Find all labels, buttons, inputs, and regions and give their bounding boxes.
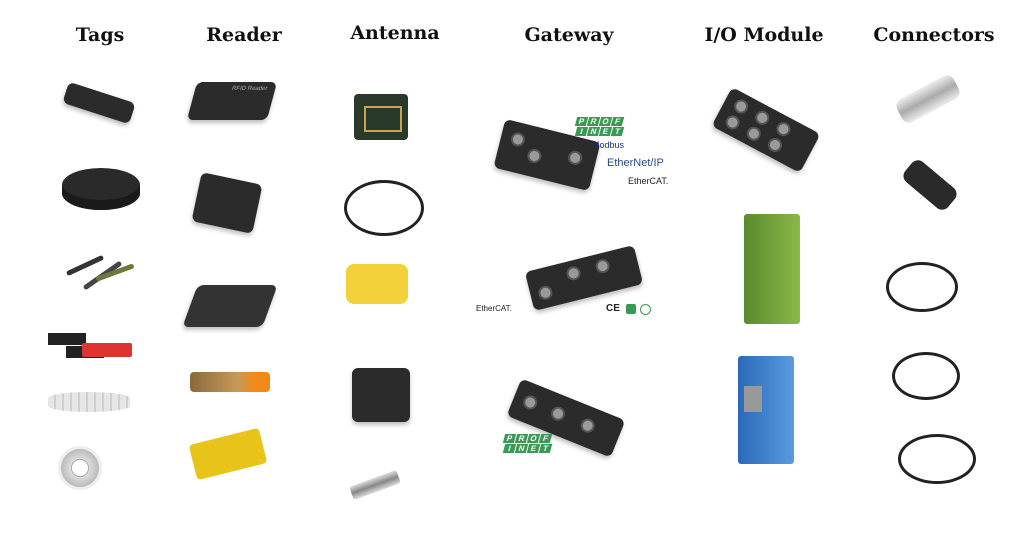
metal-connector	[893, 72, 963, 126]
compact-reader	[191, 172, 263, 234]
long-hard-tag	[62, 81, 136, 125]
ethercat-logo-2: EtherCAT.	[476, 304, 512, 313]
ethernetip-logo: EtherNet/IP	[607, 157, 664, 169]
cylindrical-reader	[190, 372, 270, 392]
column-header-antenna: Antenna	[350, 22, 440, 44]
column-header-tags: Tags	[75, 24, 125, 46]
column-header-gateway: Gateway	[524, 24, 614, 46]
column-header-reader: Reader	[206, 24, 282, 46]
modbus-logo: Modbus	[592, 140, 625, 150]
label-tag-black	[48, 333, 86, 345]
green-din-rail-module	[744, 214, 800, 324]
round-screw-tag	[62, 168, 140, 210]
glass-tube-tags	[60, 254, 140, 294]
column-header-connectors: Connectors	[873, 24, 995, 46]
ethercat-logo: EtherCAT.	[628, 176, 669, 186]
cylindrical-antenna	[349, 469, 401, 501]
cert-circle-icon	[640, 304, 651, 315]
cable-1	[886, 262, 958, 312]
cable-3	[898, 434, 976, 484]
desktop-reader: RFID Reader	[186, 82, 278, 120]
gateway-module-2	[524, 245, 644, 311]
box-antenna	[354, 94, 408, 140]
yellow-panel-antenna	[346, 264, 408, 304]
label-tag-red	[82, 343, 132, 357]
blue-din-rail-module	[738, 356, 794, 464]
rohs-leaf-icon	[626, 304, 636, 314]
ce-mark: CE	[606, 303, 620, 314]
block-reader	[188, 427, 268, 481]
flexible-strip-tag	[48, 392, 130, 412]
black-connector	[900, 157, 960, 213]
column-header-io-module: I/O Module	[704, 24, 824, 46]
io-block	[711, 87, 821, 173]
square-antenna	[352, 368, 410, 422]
round-disc-tag	[58, 446, 102, 490]
cable-2	[892, 352, 960, 400]
flat-panel-reader	[182, 285, 278, 327]
coax-cable-antenna	[344, 180, 424, 236]
